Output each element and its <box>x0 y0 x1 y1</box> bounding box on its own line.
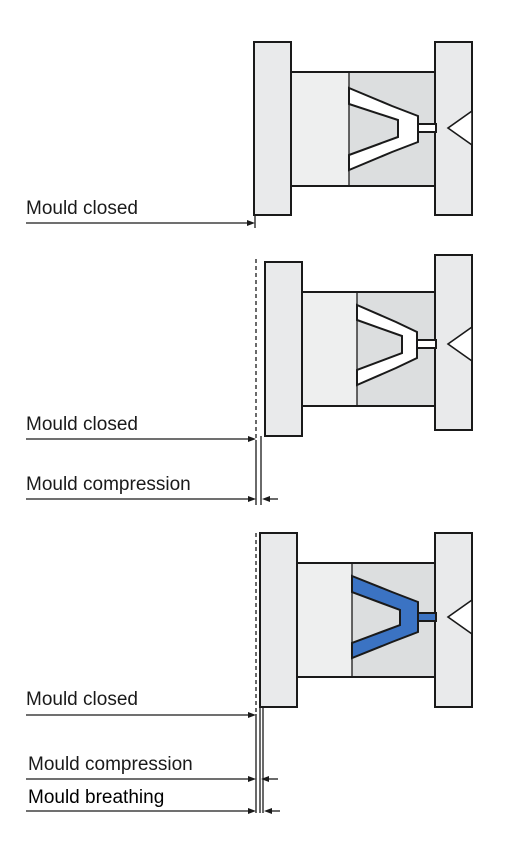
label-mould-closed: Mould closed <box>26 689 138 710</box>
mould-cavity <box>348 86 419 172</box>
injection-nozzle <box>446 325 473 363</box>
moving-platen <box>253 41 292 216</box>
arrow-head-compression-right <box>262 496 270 502</box>
arrow-head-breathing-right <box>264 808 272 814</box>
label-mould-closed: Mould closed <box>26 198 138 219</box>
moving-platen <box>264 261 303 437</box>
arrow-head-compression-left <box>248 776 256 782</box>
label-mould-closed: Mould closed <box>26 414 138 435</box>
arrow-head-compression-right <box>261 776 269 782</box>
panel-mould-closed: Mould closed <box>26 41 473 228</box>
arrow-head-compression-left <box>248 496 256 502</box>
arrow-head-mould-closed <box>248 436 256 442</box>
injection-nozzle <box>446 598 473 636</box>
mould-cavity <box>356 303 418 387</box>
injection-nozzle <box>446 109 473 147</box>
label-mould-compression: Mould compression <box>28 754 193 775</box>
label-mould-breathing: Mould breathing <box>28 787 164 808</box>
molten-plastic-fill <box>351 574 419 660</box>
arrow-head-breathing-left <box>248 808 256 814</box>
arrow-head-mould-closed <box>247 220 255 226</box>
moving-platen <box>259 532 298 708</box>
panel-mould-breathing: Mould closed Mould compression Mould bre… <box>26 532 473 814</box>
arrow-head-mould-closed <box>248 712 256 718</box>
panel-mould-compression: Mould closed Mould compression <box>26 254 473 505</box>
label-mould-compression: Mould compression <box>26 474 191 495</box>
